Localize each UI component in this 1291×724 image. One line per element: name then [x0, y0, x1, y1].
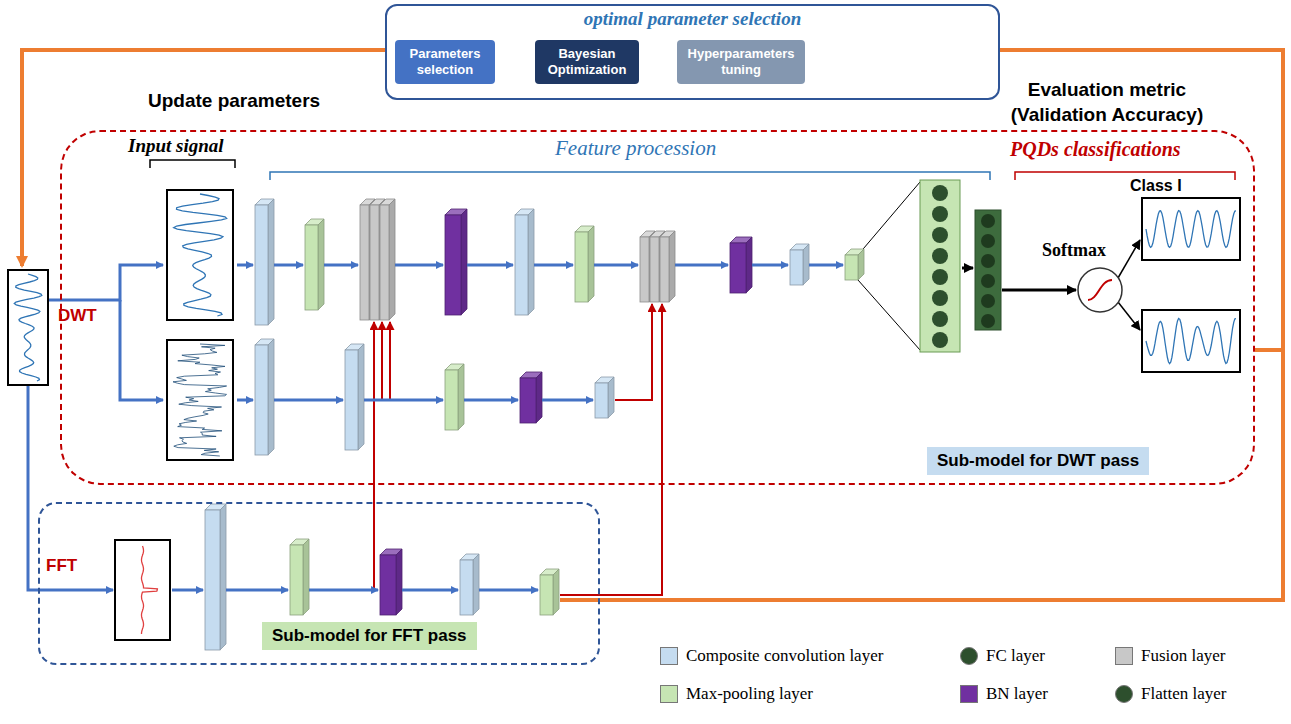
- layer-block: [595, 377, 614, 418]
- region-title: optimal parameter selection: [387, 8, 998, 30]
- box-label: Parameters selection: [399, 46, 491, 77]
- layer-block: [575, 226, 594, 302]
- layer-block: [540, 569, 559, 615]
- layer-block: [255, 199, 274, 325]
- layer-block: [460, 554, 479, 615]
- legend-swatch: [660, 647, 678, 665]
- section-heading: PQDs classifications: [1010, 138, 1181, 161]
- legend-text: Flatten layer: [1141, 684, 1226, 704]
- layer-block: [305, 219, 324, 310]
- legend-item: Flatten layer: [1115, 684, 1226, 704]
- layer-block: [205, 504, 226, 650]
- annotation: Evaluation metric (Validation Accuracy): [1002, 78, 1212, 127]
- legend-swatch: [960, 685, 978, 703]
- layer-block: [845, 249, 864, 280]
- transform-label: DWT: [58, 306, 97, 326]
- layer-block: [380, 199, 395, 320]
- legend-text: BN layer: [986, 684, 1048, 704]
- annotation: Update parameters: [148, 90, 320, 112]
- process-box: Parameters selection: [395, 40, 495, 84]
- layer-block: [730, 237, 752, 293]
- section-heading: Input signal: [128, 135, 224, 157]
- legend-item: Fusion layer: [1115, 646, 1226, 666]
- submodel-region: Sub-model for FFT pass: [38, 502, 600, 665]
- legend-item: BN layer: [960, 684, 1048, 704]
- region-title: Sub-model for DWT pass: [927, 447, 1149, 475]
- process-box: Hyperparameters tuning: [677, 40, 805, 84]
- layer-block: [445, 364, 464, 430]
- legend-swatch: [660, 685, 678, 703]
- layer-block: [255, 339, 274, 455]
- legend-item: Composite convolution layer: [660, 646, 883, 666]
- section-heading: Feature procession: [555, 136, 716, 161]
- legend-text: Composite convolution layer: [686, 646, 883, 666]
- submodel-region: Sub-model for DWT pass: [60, 130, 1255, 485]
- layer-block: [290, 539, 309, 615]
- box-label: Hyperparameters tuning: [681, 46, 801, 77]
- layer-block: [520, 372, 542, 423]
- optimization-panel: optimal parameter selectionParameters se…: [385, 4, 1000, 100]
- softmax-label: Softmax: [1042, 240, 1106, 261]
- class-label: Class I: [1130, 177, 1182, 195]
- legend-text: Fusion layer: [1141, 646, 1226, 666]
- legend-swatch: [960, 647, 978, 665]
- layer-block: [445, 209, 467, 315]
- layer-block: [660, 231, 675, 302]
- layer-block: [380, 549, 402, 615]
- legend-text: Max-pooling layer: [686, 684, 813, 704]
- region-title: Sub-model for FFT pass: [262, 622, 477, 650]
- box-label: Bayesian Optimization: [539, 46, 635, 77]
- layer-block: [790, 244, 809, 285]
- layer-block: [515, 209, 534, 315]
- layer-block: [345, 344, 364, 450]
- legend-swatch: [1115, 685, 1133, 703]
- process-box: Bayesian Optimization: [535, 40, 639, 84]
- legend-text: FC layer: [986, 646, 1045, 666]
- legend-item: Max-pooling layer: [660, 684, 813, 704]
- legend-item: FC layer: [960, 646, 1045, 666]
- legend-swatch: [1115, 647, 1133, 665]
- transform-label: FFT: [46, 556, 77, 576]
